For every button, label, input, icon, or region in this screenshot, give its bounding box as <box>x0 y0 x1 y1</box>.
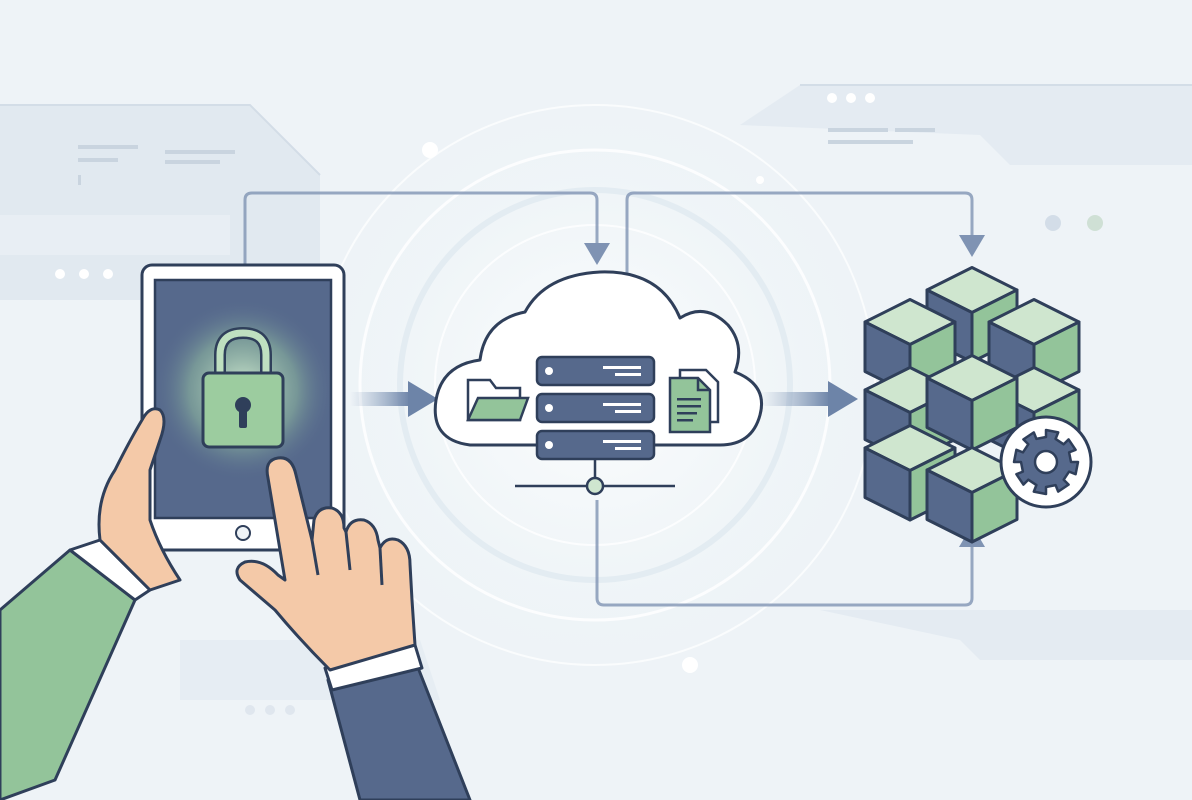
tablet <box>140 263 346 552</box>
right-tech-panel <box>740 84 1192 660</box>
arrow-right-icon <box>350 381 438 417</box>
left-tech-panel <box>0 104 321 300</box>
folder-icon <box>466 378 530 422</box>
dot-icon <box>103 269 113 279</box>
document-icon <box>668 368 720 434</box>
arrow-down-icon <box>584 243 610 265</box>
home-button <box>235 525 251 541</box>
arrow-right-icon <box>760 381 858 417</box>
dot-icon <box>55 269 65 279</box>
cloud <box>433 270 763 496</box>
flow-lines <box>243 191 974 607</box>
right-hand <box>235 456 472 800</box>
dot-icon <box>846 93 856 103</box>
dot-icon <box>79 269 89 279</box>
cube <box>925 354 1019 452</box>
arrow-down-icon <box>959 235 985 257</box>
dot-icon <box>865 93 875 103</box>
dot-icon <box>827 93 837 103</box>
cube <box>925 446 1019 544</box>
left-hand <box>0 407 182 800</box>
server-rack-icon <box>515 355 675 496</box>
gear-icon <box>999 415 1093 509</box>
lock-icon <box>201 326 285 449</box>
cube-stack-icon <box>863 266 1081 544</box>
